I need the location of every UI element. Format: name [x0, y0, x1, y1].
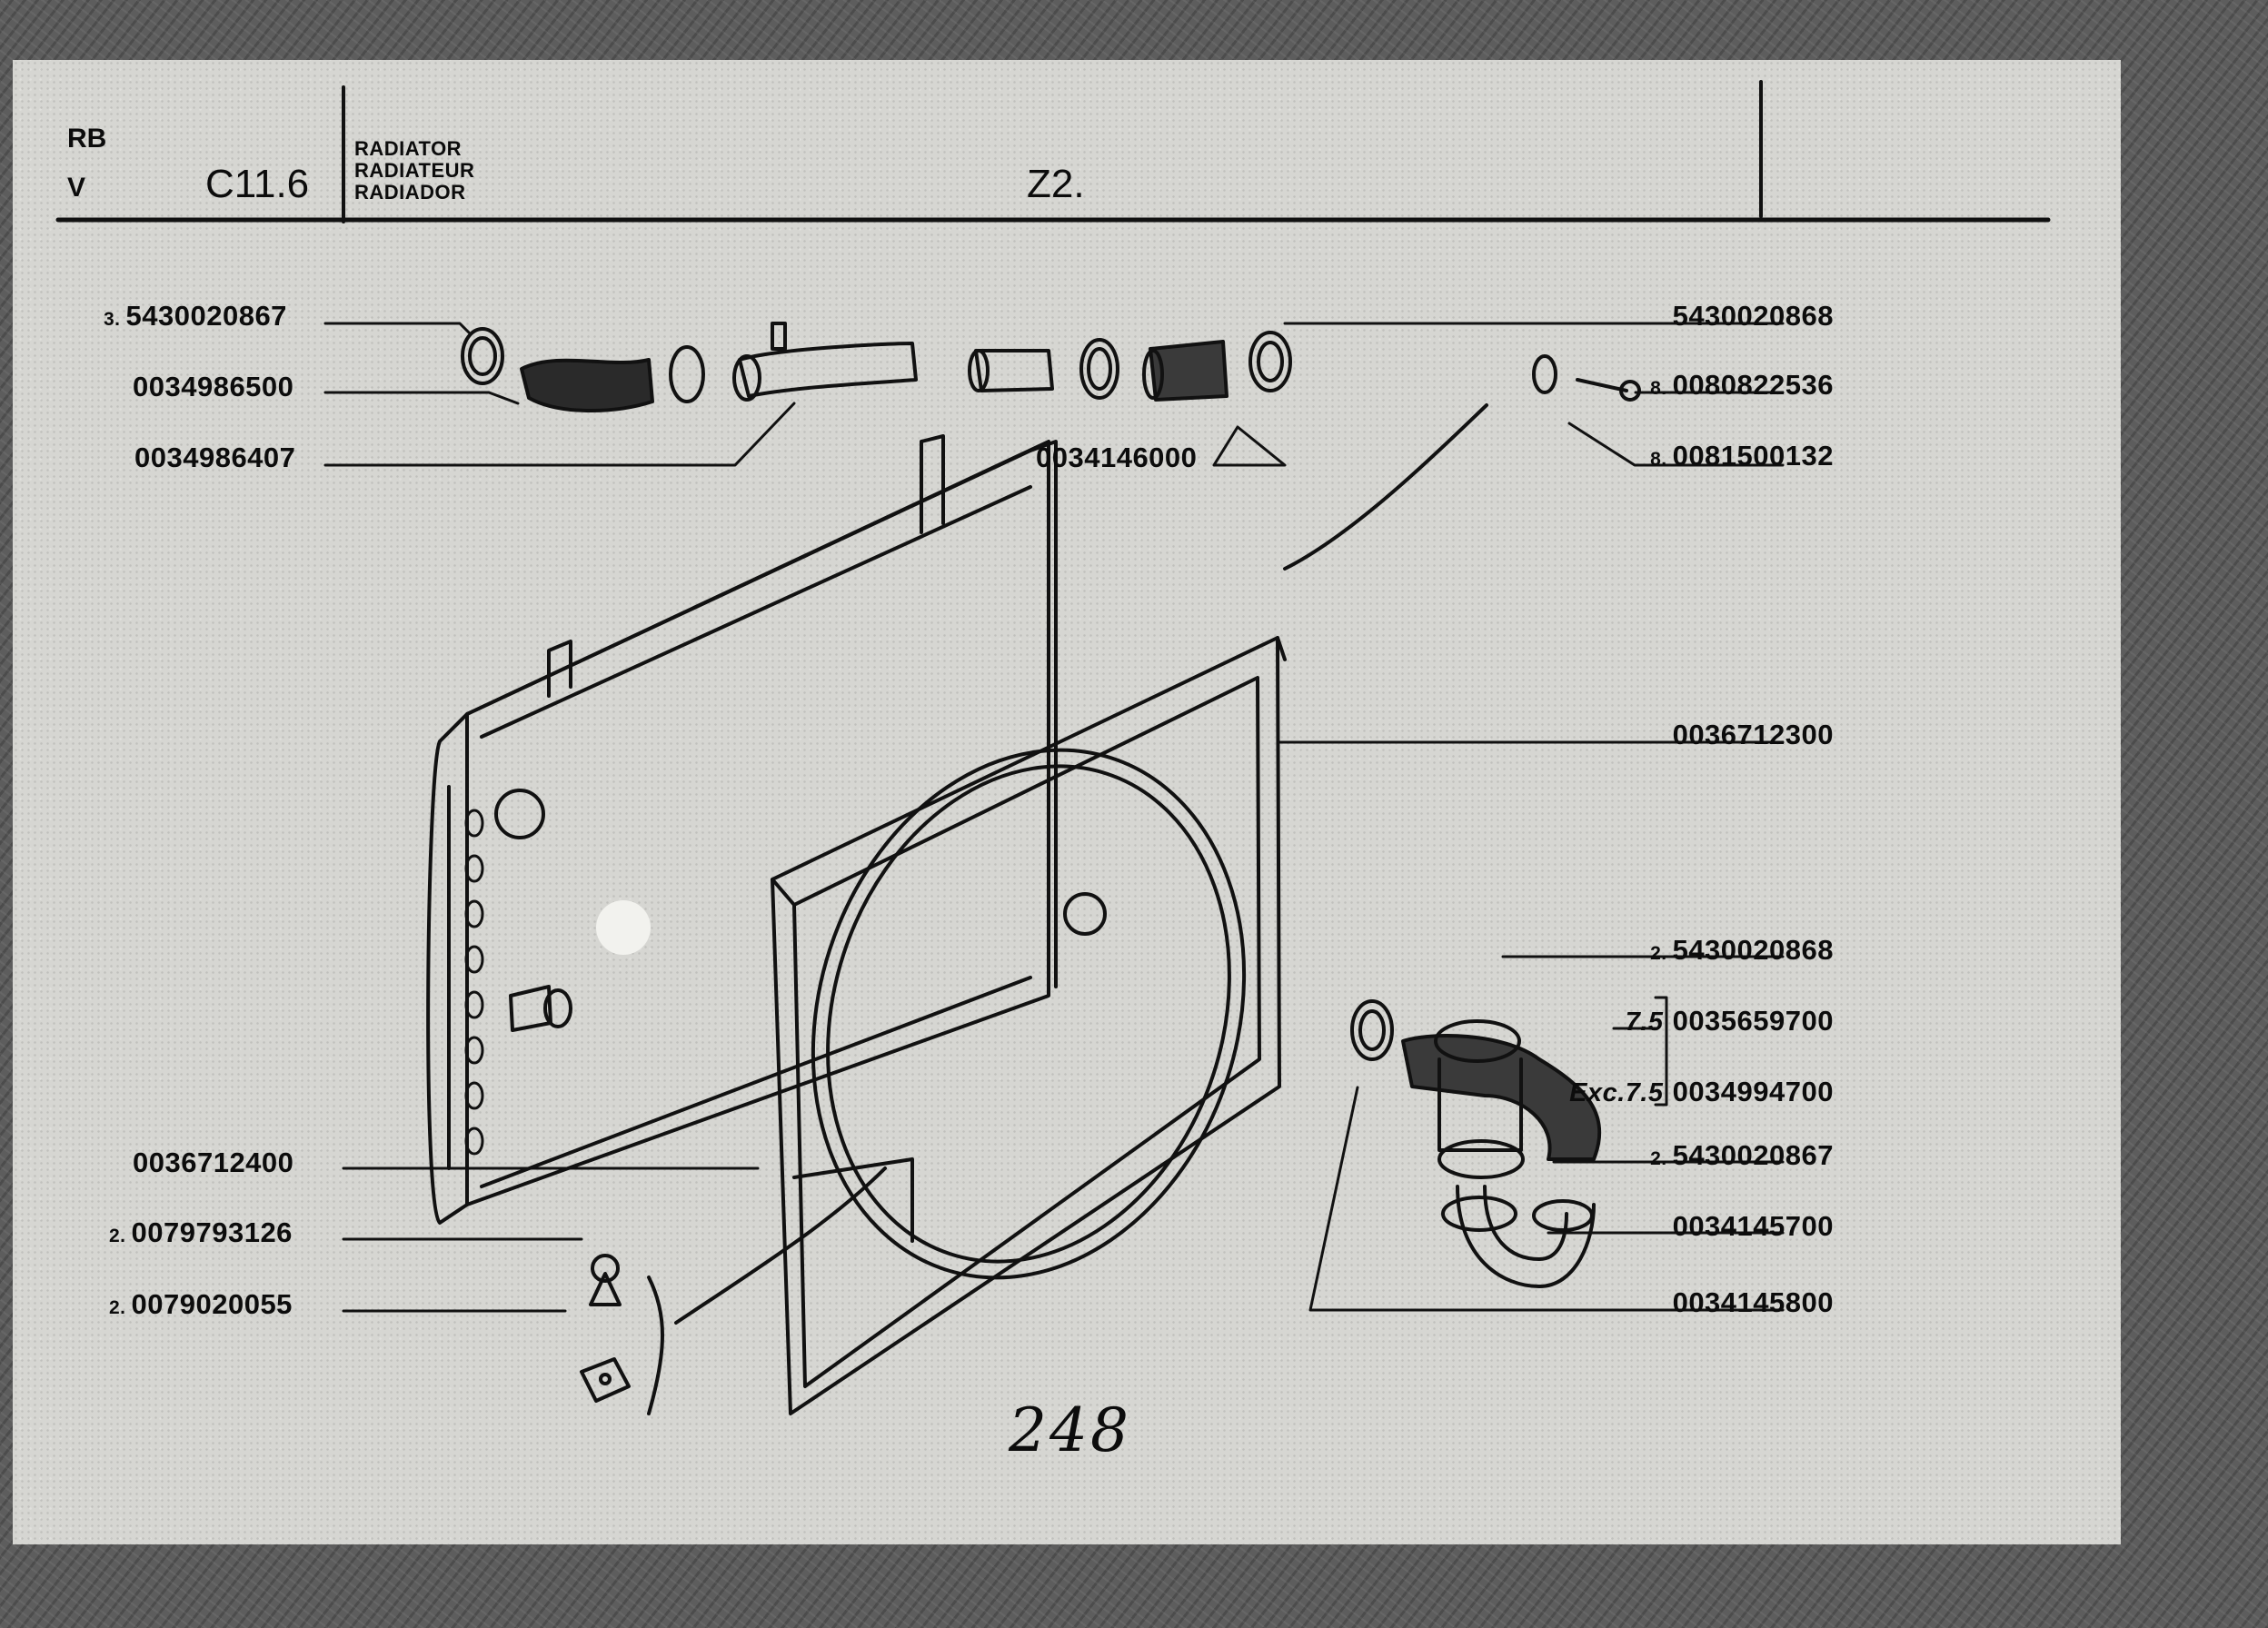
callout-right-6: 7.5 0035659700	[1626, 1005, 1834, 1037]
part-number: 0081500132	[1672, 440, 1834, 472]
qty-label: 8.	[1650, 378, 1667, 399]
callout-left-6: 2.0079020055	[109, 1288, 293, 1321]
page-number: 248	[1009, 1395, 1131, 1465]
variant-code: V	[67, 173, 86, 203]
callout-left-5: 2.0079793126	[109, 1216, 293, 1249]
upper-hose-group	[461, 322, 1641, 571]
part-number: 0080822536	[1672, 369, 1834, 401]
callout-right-2: 8.0080822536	[1650, 369, 1834, 402]
qty-label: Exc.7.5	[1569, 1078, 1664, 1107]
qty-label: 7.5	[1625, 1008, 1664, 1037]
callout-left-2: 0034986500	[133, 371, 293, 403]
group-code: Z2.	[1027, 162, 1085, 206]
callout-right-8: 2.5430020867	[1650, 1139, 1834, 1172]
part-number: 0034986407	[134, 442, 296, 473]
radiator-core	[426, 434, 1058, 1225]
callout-left-3: 0034986407	[134, 442, 295, 474]
part-number: 0036712300	[1672, 719, 1834, 750]
fan-shroud	[771, 636, 1287, 1415]
part-number: 5430020868	[1672, 934, 1834, 966]
title-fr: RADIATEUR	[354, 159, 475, 182]
callout-top-center: 0034146000	[1036, 442, 1197, 474]
callout-right-5: 2.5430020868	[1650, 934, 1834, 967]
callout-right-10: 0034145800	[1673, 1286, 1834, 1319]
callout-right-3: 8.0081500132	[1650, 440, 1834, 472]
callout-right-1: 5430020868	[1673, 300, 1834, 333]
part-number: 0035659700	[1672, 1005, 1834, 1037]
part-number: 5430020867	[125, 300, 287, 332]
qty-label: 3.	[104, 309, 121, 330]
qty-label: 2.	[109, 1297, 126, 1318]
callout-left-1: 3.5430020867	[104, 300, 287, 333]
section-code: C11.6	[205, 162, 310, 206]
title-es: RADIADOR	[354, 181, 466, 204]
callout-right-9: 0034145700	[1673, 1210, 1834, 1243]
title-en: RADIATOR	[354, 137, 463, 160]
part-number: 5430020868	[1672, 300, 1834, 332]
qty-label: 8.	[1650, 449, 1667, 470]
catalog-sheet: RB V C11.6 RADIATOR RADIATEUR RADIADOR Z…	[13, 60, 2121, 1544]
leader-lines-right	[1276, 322, 1785, 1312]
part-number: 0034146000	[1036, 442, 1198, 473]
part-number: 0034994700	[1672, 1076, 1834, 1107]
part-number: 0079793126	[131, 1216, 293, 1248]
callout-right-7: Exc.7.5 0034994700	[1569, 1076, 1834, 1108]
part-number: 0034145800	[1672, 1286, 1834, 1318]
qty-label: 2.	[1650, 1148, 1667, 1169]
exploded-parts-diagram	[55, 80, 2051, 1415]
qty-label: 2.	[109, 1226, 126, 1246]
callout-right-4: 0036712300	[1673, 719, 1834, 751]
qty-label: 2.	[1650, 943, 1667, 964]
callout-left-4: 0036712400	[133, 1147, 293, 1179]
part-number: 0034986500	[133, 371, 294, 402]
lower-hose-group	[1350, 999, 1602, 1288]
fasteners	[580, 1166, 887, 1415]
leader-lines-left	[323, 322, 1287, 1313]
part-number: 5430020867	[1672, 1139, 1834, 1171]
make-code: RB	[67, 124, 107, 154]
part-number: 0034145700	[1672, 1210, 1834, 1242]
part-number: 0079020055	[131, 1288, 293, 1320]
part-number: 0036712400	[133, 1147, 294, 1178]
